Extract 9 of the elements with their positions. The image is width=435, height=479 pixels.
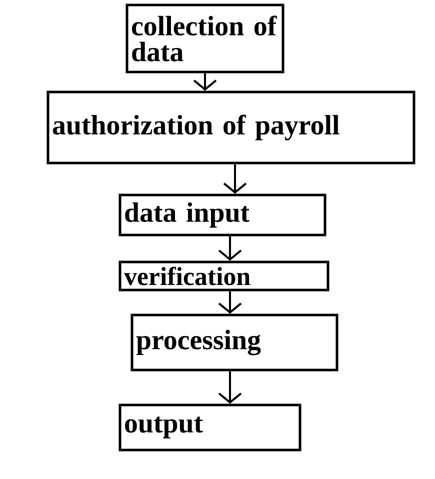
arrow — [218, 371, 242, 404]
process-box: collection of data — [126, 4, 284, 74]
arrow — [223, 164, 247, 194]
process-box: output — [118, 404, 302, 452]
process-box: authorization of payroll — [46, 90, 416, 164]
arrow — [218, 236, 242, 261]
process-box: verification — [118, 260, 330, 292]
process-box: data input — [118, 194, 326, 236]
process-box: processing — [130, 314, 338, 372]
